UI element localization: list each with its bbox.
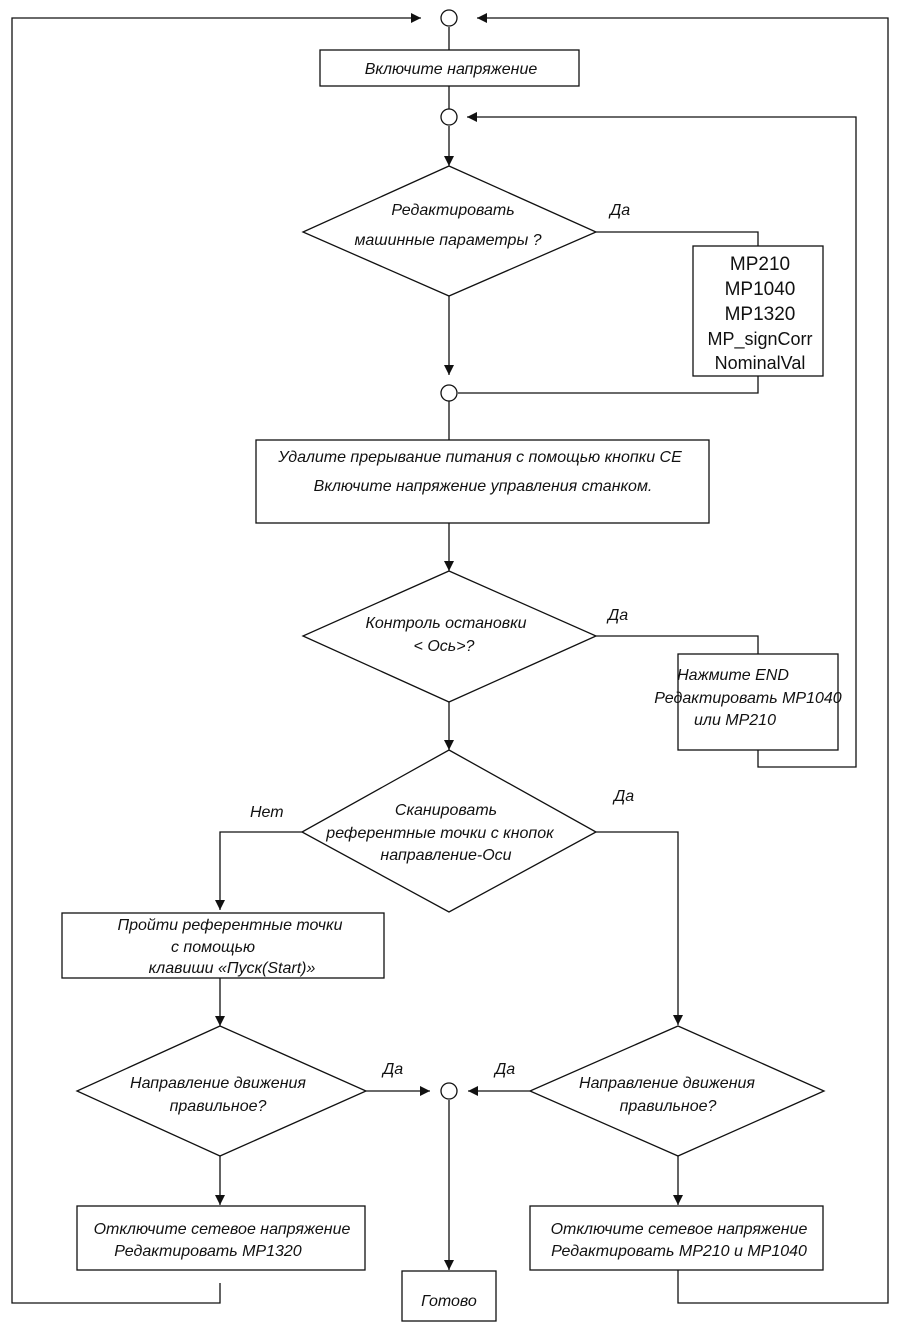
press-end-line-1: Нажмите END — [677, 667, 789, 684]
press-end-line-3: или MP210 — [694, 712, 776, 729]
params-list-box: MP210 MP1040 MP1320 MP_signCorr NominalV… — [692, 245, 824, 377]
off-left-line-1: Отключите сетевое напряжение — [94, 1221, 351, 1238]
edit-params-yes-label: Да — [608, 202, 630, 219]
direction-right-decision: Направление движения правильное? — [528, 1025, 826, 1157]
edit-params-decision: Редактировать машинные параметры ? — [301, 165, 598, 297]
done-box: Готово — [401, 1270, 497, 1322]
pass-ref-line-3: клавиши «Пуск(Start)» — [149, 960, 316, 977]
stop-check-decision: Контроль остановки < Ось>? — [301, 570, 598, 703]
connector-left-loop — [11, 13, 421, 1304]
connector-stop-yes — [596, 635, 759, 654]
direction-left-line-1: Направление движения — [130, 1075, 306, 1092]
power-on-box: Включите напряжение — [319, 49, 580, 87]
junction-params — [440, 384, 458, 402]
pass-ref-line-1: Пройти референтные точки — [118, 917, 343, 934]
scan-ref-line-3: направление-Оси — [380, 847, 511, 864]
param-mp1320: MP1320 — [725, 304, 796, 325]
direction-right-yes-label: Да — [493, 1061, 515, 1078]
press-end-box: Нажмите END Редактировать MP1040 или MP2… — [654, 653, 842, 751]
off-right-line-1: Отключите сетевое напряжение — [551, 1221, 808, 1238]
edit-params-line-2: машинные параметры ? — [354, 232, 541, 249]
off-left-box: Отключите сетевое напряжение Редактирова… — [76, 1205, 366, 1271]
connector-press-end-loop — [467, 112, 857, 768]
direction-left-decision: Направление движения правильное? — [75, 1025, 368, 1157]
param-mp210: MP210 — [730, 254, 790, 275]
scan-ref-yes-label: Да — [612, 788, 634, 805]
off-left-line-2: Редактировать MP1320 — [114, 1243, 301, 1260]
direction-right-line-1: Направление движения — [579, 1075, 755, 1092]
direction-left-yes-label: Да — [381, 1061, 403, 1078]
remove-interrupt-line-2: Включите напряжение управления станком. — [314, 478, 653, 495]
off-right-box: Отключите сетевое напряжение Редактирова… — [529, 1205, 824, 1271]
junction-top — [440, 9, 458, 27]
param-mp-signcorr: MP_signCorr — [707, 329, 812, 350]
direction-right-line-2: правильное? — [620, 1098, 717, 1115]
junction-direction — [440, 1082, 458, 1100]
scan-ref-no-label: Нет — [250, 804, 284, 821]
stop-check-line-2: < Ось>? — [414, 638, 475, 655]
done-text: Готово — [421, 1293, 477, 1310]
direction-left-line-2: правильное? — [170, 1098, 267, 1115]
power-on-text: Включите напряжение — [365, 61, 538, 78]
pass-ref-box: Пройти референтные точки с помощью клави… — [61, 912, 385, 979]
stop-check-line-1: Контроль остановки — [365, 615, 526, 632]
press-end-line-2: Редактировать MP1040 — [654, 690, 841, 707]
stop-check-yes-label: Да — [606, 607, 628, 624]
pass-ref-line-2: с помощью — [171, 939, 255, 956]
scan-ref-line-2: референтные точки с кнопок — [325, 825, 555, 842]
param-mp1040: MP1040 — [725, 279, 796, 300]
scan-ref-line-1: Сканировать — [395, 802, 497, 819]
connector-params-return — [458, 376, 759, 394]
junction-edit — [440, 108, 458, 126]
connector-scan-no — [215, 831, 302, 910]
param-nominalval: NominalVal — [715, 353, 806, 373]
remove-interrupt-box: Удалите прерывание питания с помощью кно… — [255, 439, 710, 524]
connector-scan-yes — [596, 831, 683, 1025]
connector-edit-yes — [596, 231, 759, 246]
remove-interrupt-line-1: Удалите прерывание питания с помощью кно… — [277, 449, 682, 466]
edit-params-line-1: Редактировать — [391, 202, 514, 219]
scan-ref-decision: Сканировать референтные точки с кнопок н… — [300, 749, 598, 913]
connectors — [11, 13, 889, 1304]
off-right-line-2: Редактировать MP210 и MP1040 — [551, 1243, 807, 1260]
connector-right-loop — [477, 13, 889, 1304]
